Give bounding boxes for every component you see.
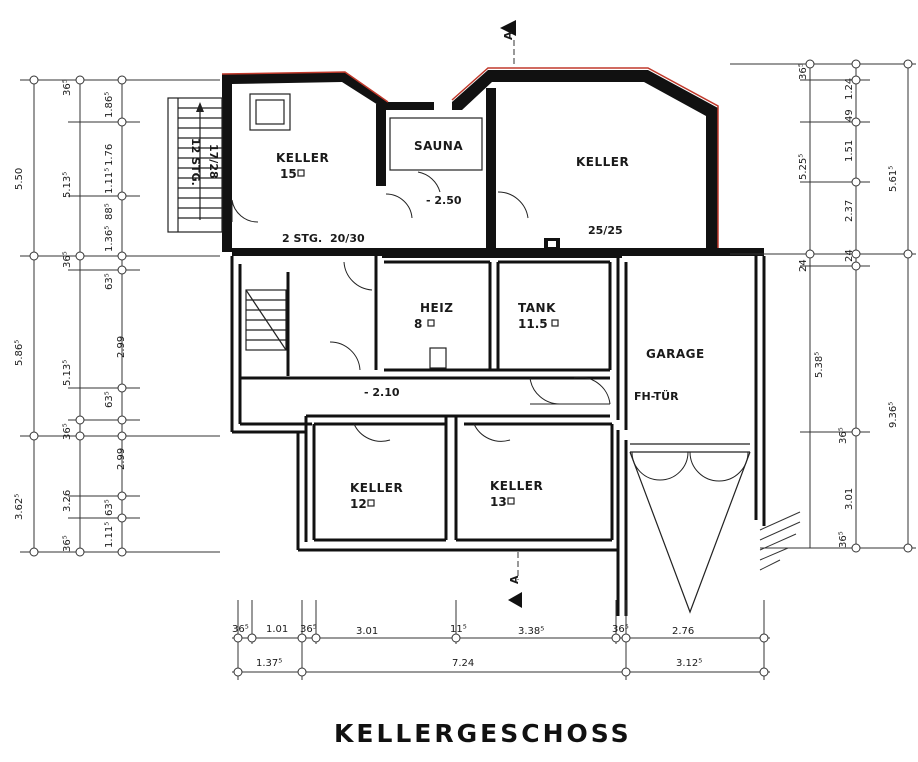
room-heiz: HEIZ 8	[414, 301, 453, 369]
dim-bottom-1: 36⁵	[232, 624, 249, 635]
dim-left-outer-1: 5.50	[14, 168, 25, 190]
room-tank-number: 11.5	[518, 317, 548, 331]
dim-left-outer-2: 5.86⁵	[14, 340, 25, 366]
dim-right-small-2: 24	[798, 259, 809, 272]
dimensions-bottom: 36⁵ 1.01 36⁵ 3.01 11⁵ 3.38⁵ 36⁵ 2.76 1.3…	[232, 600, 770, 680]
section-markers: A A	[500, 20, 522, 608]
room-keller-15: KELLER 15	[231, 93, 329, 223]
section-marker-bottom: A	[508, 575, 521, 584]
dim-bottom-8: 2.76	[672, 626, 694, 637]
room-tank-label: TANK	[518, 301, 556, 315]
dim-right-inner-2: 49	[844, 109, 855, 122]
dim-left-inner-4: 88⁵	[104, 203, 115, 220]
room-keller-main-label: KELLER	[576, 155, 629, 169]
dim-left-mid-3: 3.26	[62, 490, 73, 512]
room-keller-13: KELLER 13	[490, 479, 543, 509]
dim-left-inner-11: 63⁵	[104, 499, 115, 516]
dim-left-inner-5: 1.36⁵	[104, 226, 115, 252]
section-marker-top: A	[502, 31, 515, 40]
dim-left-inner-8: 2.99	[116, 336, 127, 358]
dim-right-inner-5: 24	[844, 249, 855, 262]
dim-left-mid-1: 5.13⁵	[62, 172, 73, 198]
dim-left-inner-12: 1.11⁵	[104, 522, 115, 548]
room-heiz-number: 8	[414, 317, 422, 331]
chimney-size: 25/25	[588, 224, 623, 237]
dim-bottom-7: 36⁵	[612, 624, 629, 635]
room-keller-12-label: KELLER	[350, 481, 403, 495]
inner-stairs: 2 STG. 20/30	[245, 232, 365, 351]
inner-stairs-ratio: 20/30	[330, 232, 365, 245]
dim-bottom-5: 11⁵	[450, 624, 467, 635]
dim-right-outer-2: 9.36⁵	[888, 402, 899, 428]
dim-bottom-3: 36⁵	[300, 624, 317, 635]
room-garage: GARAGE	[629, 347, 801, 614]
dim-left-inner-7: 63⁵	[104, 273, 115, 290]
dimensions-left: 5.50 5.86⁵ 3.62⁵ 5.13⁵ 5.13⁵ 3.26 1.86⁵ …	[14, 75, 220, 557]
room-keller-main: KELLER 25/25	[576, 155, 629, 237]
dim-right-inner-8: 36⁵	[838, 531, 849, 548]
dim-bottom-row2-2: 7.24	[452, 658, 474, 669]
outer-stairs-label: 12 STG.	[189, 138, 202, 186]
dim-left-outer-3: 3.62⁵	[14, 494, 25, 520]
dim-left-inner-13: 36⁵	[62, 535, 73, 552]
room-keller-15-label: KELLER	[276, 151, 329, 165]
room-keller-13-number: 13	[490, 495, 507, 509]
dim-right-inner-1: 1.24	[844, 78, 855, 100]
dim-right-outer-1: 5.61⁵	[888, 166, 899, 192]
dim-bottom-row2-1: 1.37⁵	[256, 658, 282, 669]
dim-right-small-1: 36⁵	[798, 63, 809, 80]
dim-right-inner-6: 36⁵	[838, 427, 849, 444]
dim-right-inner-3: 1.51	[844, 140, 855, 162]
room-heiz-label: HEIZ	[420, 301, 453, 315]
exterior-walls	[221, 67, 764, 258]
outer-staircase: 12 STG. 17/28	[167, 97, 223, 233]
room-keller-12-number: 12	[350, 497, 367, 511]
interior-walls	[230, 256, 766, 616]
room-tank: TANK 11.5	[518, 301, 559, 331]
room-keller-15-number: 15	[280, 167, 297, 181]
dim-right-mid-1: 5.25⁵	[798, 154, 809, 180]
hall-doors: - 2.10 FH-TÜR	[329, 261, 679, 442]
room-sauna: SAUNA - 2.50	[385, 117, 529, 219]
dim-right-mid-2: 5.38⁵	[814, 352, 825, 378]
dimensions-right: 1.24 49 1.51 2.37 24 36⁵ 3.01 36⁵ 5.25⁵ …	[730, 59, 916, 553]
dim-left-small-1: 36⁵	[62, 79, 73, 96]
dim-bottom-6: 3.38⁵	[518, 626, 544, 637]
room-keller-12: KELLER 12	[350, 481, 403, 511]
dim-left-mid-2: 5.13⁵	[62, 360, 73, 386]
dim-left-small-2: 36⁵	[62, 423, 73, 440]
dim-left-inner-10: 2.99	[116, 448, 127, 470]
dim-bottom-4: 3.01	[356, 626, 378, 637]
dim-right-inner-7: 3.01	[844, 488, 855, 510]
room-garage-label: GARAGE	[646, 347, 705, 361]
dim-left-inner-2: 1.76	[104, 144, 115, 166]
dim-left-inner-6: 36⁵	[62, 251, 73, 268]
room-keller-13-label: KELLER	[490, 479, 543, 493]
outer-stairs-ratio: 17/28	[207, 144, 220, 179]
dim-left-inner-9: 63⁵	[104, 391, 115, 408]
dim-left-inner-1: 1.86⁵	[104, 92, 115, 118]
dim-right-inner-4: 2.37	[844, 200, 855, 222]
hall-level: - 2.10	[364, 386, 400, 399]
room-sauna-label: SAUNA	[414, 139, 463, 153]
plan-title: KELLERGESCHOSS	[334, 719, 632, 748]
dim-left-inner-3: 1.11⁵	[104, 168, 115, 194]
inner-stairs-label: 2 STG.	[282, 232, 322, 245]
dim-bottom-row2-3: 3.12⁵	[676, 658, 702, 669]
dim-bottom-2: 1.01	[266, 624, 288, 635]
fh-door-label: FH-TÜR	[634, 389, 679, 403]
sauna-level: - 2.50	[426, 194, 462, 207]
